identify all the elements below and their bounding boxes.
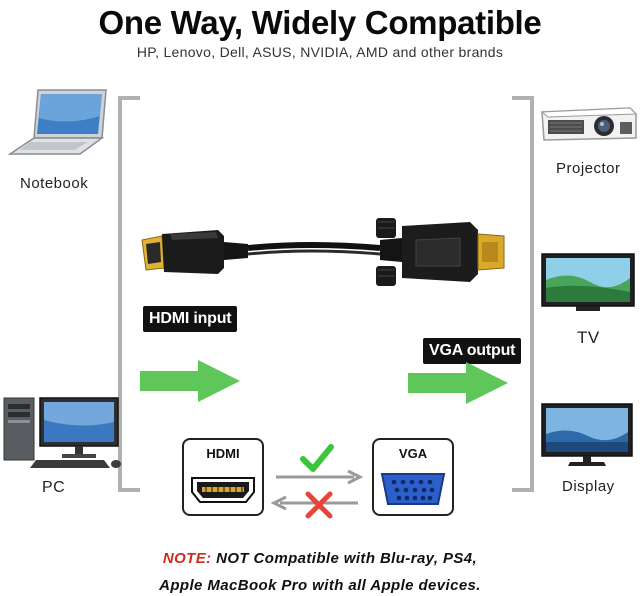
hdmi-to-vga-cable-icon xyxy=(141,218,505,286)
hdmi-port-icon xyxy=(191,477,255,503)
laptop-icon xyxy=(7,89,107,155)
vga-output-tag: VGA output xyxy=(423,338,522,364)
hdmi-port-box: HDMI xyxy=(182,438,264,516)
hdmi-input-tag: HDMI input xyxy=(143,306,238,332)
projector-icon xyxy=(540,107,638,141)
output-arrow-icon xyxy=(408,362,508,404)
hdmi-port-label: HDMI xyxy=(206,446,240,461)
check-icon xyxy=(300,444,334,472)
input-arrow-icon xyxy=(140,360,240,402)
source-label-notebook: Notebook xyxy=(20,175,89,192)
source-label-pc: PC xyxy=(42,479,66,496)
destination-bracket xyxy=(512,96,534,492)
desktop-computer-icon xyxy=(3,397,121,468)
destination-label-display: Display xyxy=(562,478,615,495)
cross-icon xyxy=(305,491,333,519)
source-bracket xyxy=(118,96,140,492)
vga-port-box: VGA xyxy=(372,438,454,516)
page-subtitle: HP, Lenovo, Dell, ASUS, NVIDIA, AMD and … xyxy=(136,44,504,60)
note-line1-text: NOT Compatible with Blu-ray, PS4, xyxy=(211,550,478,567)
note-prefix: NOTE: xyxy=(162,550,212,567)
compatibility-note-line1: NOTE: NOT Compatible with Blu-ray, PS4, xyxy=(0,550,640,567)
compatible-direction-arrow-icon xyxy=(276,469,364,485)
page-title: One Way, Widely Compatible xyxy=(98,4,542,41)
destination-label-tv: TV xyxy=(577,328,600,347)
vga-port-label: VGA xyxy=(398,446,428,461)
compatibility-note-line2: Apple MacBook Pro with all Apple devices… xyxy=(159,577,481,594)
destination-label-projector: Projector xyxy=(556,160,621,177)
monitor-icon xyxy=(541,403,633,466)
vga-port-icon xyxy=(380,473,446,505)
tv-icon xyxy=(541,253,635,311)
